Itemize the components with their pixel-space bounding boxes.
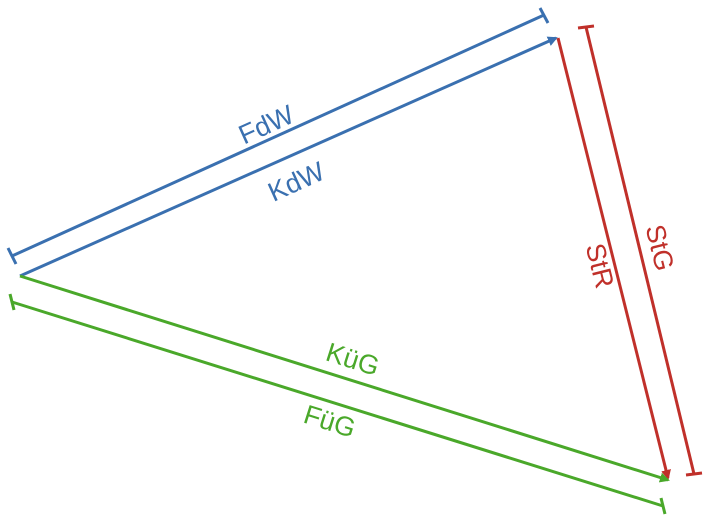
stg-label: StG bbox=[640, 222, 680, 274]
fdw-dimension: FdW bbox=[6, 7, 550, 265]
stg-dimension-tick-end bbox=[685, 471, 703, 477]
fdw-label: FdW bbox=[234, 99, 299, 150]
fug-dimension-line bbox=[11, 300, 664, 508]
fug-dimension: FüG bbox=[8, 293, 667, 515]
kug-vector: KüG bbox=[19, 274, 670, 483]
fdw-dimension-tick-end bbox=[538, 7, 550, 24]
kdw-arrow bbox=[19, 36, 558, 278]
str-label: StR bbox=[580, 240, 620, 291]
stg-dimension-tick-start bbox=[577, 24, 595, 30]
fdw-dimension-tick-start bbox=[6, 247, 18, 265]
fug-dimension-tick-end bbox=[659, 497, 667, 515]
kug-arrow bbox=[19, 274, 670, 483]
str-arrow bbox=[556, 37, 671, 480]
stg-dimension-line bbox=[584, 26, 696, 475]
fug-dimension-tick-start bbox=[8, 293, 16, 311]
kdw-vector: KdW bbox=[19, 36, 558, 278]
fug-label: FüG bbox=[300, 399, 359, 443]
fdw-dimension-line bbox=[11, 13, 545, 258]
